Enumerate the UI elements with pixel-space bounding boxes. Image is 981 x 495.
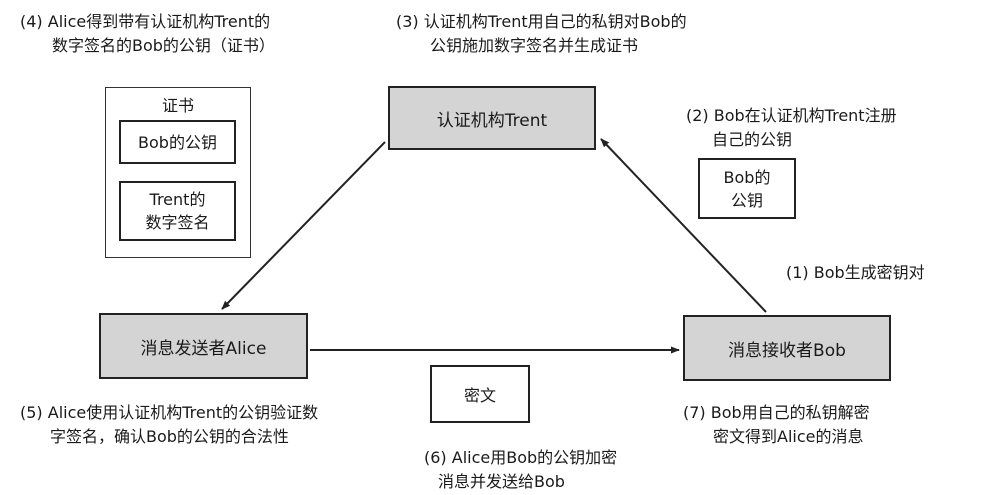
step-7-line-2: 密文得到Alice的消息	[713, 427, 864, 446]
certificate-signature: Trent的 数字签名	[119, 181, 236, 241]
step-6-line-2: 消息并发送给Bob	[438, 472, 565, 491]
certificate-signature-line-1: Trent的	[149, 190, 206, 209]
node-trent: 认证机构Trent	[388, 86, 596, 150]
certificate-public-key: Bob的公钥	[119, 120, 236, 164]
certificate-title: 证书	[161, 96, 194, 115]
bob-public-key-line-2: 公钥	[730, 190, 763, 210]
step-3-line-1: (3) 认证机构Trent用自己的私钥对Bob的	[396, 12, 687, 31]
certificate-signature-line-2: 数字签名	[145, 213, 210, 232]
ciphertext-box: 密文	[430, 365, 530, 423]
step-4-line-2: 数字签名的Bob的公钥（证书）	[52, 36, 275, 55]
step-2-line-1: (2) Bob在认证机构Trent注册	[686, 106, 897, 125]
bob-public-key-box: Bob的 公钥	[698, 158, 796, 219]
step-7-label: (7) Bob用自己的私钥解密 密文得到Alice的消息	[683, 401, 870, 449]
node-alice: 消息发送者Alice	[99, 313, 308, 379]
bob-public-key-line-1: Bob的	[723, 167, 771, 187]
arrow-bob-to-trent	[600, 138, 767, 313]
step-5-label: (5) Alice使用认证机构Trent的公钥验证数 字签名，确认Bob的公钥的…	[20, 401, 318, 449]
arrow-trent-to-alice	[221, 141, 386, 310]
step-4-line-1: (4) Alice得到带有认证机构Trent的	[20, 12, 271, 31]
certificate: 证书 Bob的公钥 Trent的 数字签名	[105, 87, 251, 258]
step-2-line-2: 自己的公钥	[712, 130, 793, 149]
step-5-line-1: (5) Alice使用认证机构Trent的公钥验证数	[20, 403, 319, 422]
step-2-label: (2) Bob在认证机构Trent注册 自己的公钥	[686, 104, 897, 152]
step-7-line-1: (7) Bob用自己的私钥解密	[683, 403, 870, 422]
step-6-line-1: (6) Alice用Bob的公钥加密	[424, 448, 618, 467]
step-5-line-2: 字签名，确认Bob的公钥的合法性	[50, 427, 289, 446]
step-3-line-2: 公钥施加数字签名并生成证书	[430, 36, 639, 55]
step-3-label: (3) 认证机构Trent用自己的私钥对Bob的 公钥施加数字签名并生成证书	[396, 10, 687, 58]
step-4-label: (4) Alice得到带有认证机构Trent的 数字签名的Bob的公钥（证书）	[20, 10, 275, 58]
step-1-label: (1) Bob生成密钥对	[786, 263, 925, 282]
node-bob: 消息接收者Bob	[683, 315, 891, 381]
step-6-label: (6) Alice用Bob的公钥加密 消息并发送给Bob	[424, 446, 617, 494]
